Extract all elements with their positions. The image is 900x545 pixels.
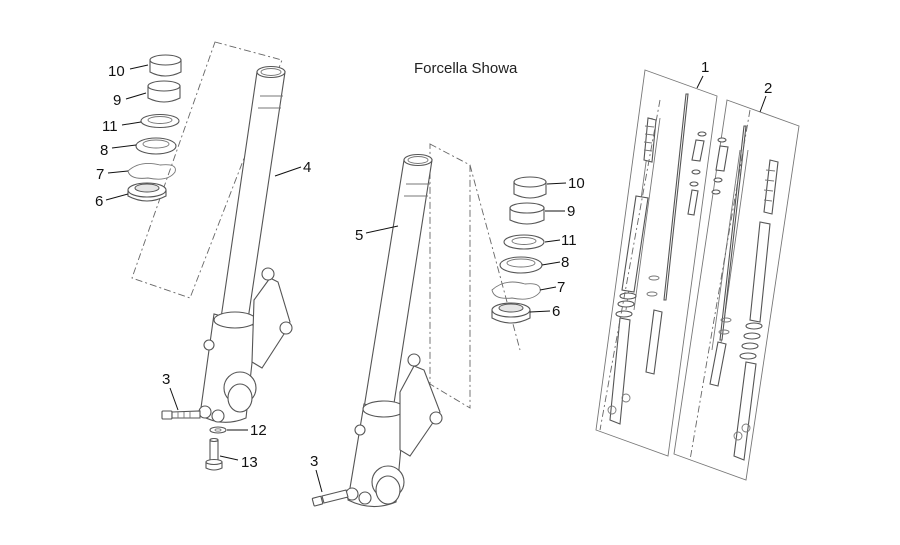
left-bolt-3 bbox=[161, 410, 201, 420]
callout-10-left: 10 bbox=[108, 63, 125, 80]
middle-ring-8 bbox=[499, 256, 543, 274]
left-clip-7 bbox=[127, 163, 176, 180]
callout-6-right: 6 bbox=[552, 303, 560, 320]
middle-ring-11 bbox=[503, 234, 545, 250]
washer-12 bbox=[209, 426, 227, 434]
callout-9-left: 9 bbox=[113, 92, 121, 109]
callout-7-right: 7 bbox=[557, 279, 565, 296]
left-ring-10 bbox=[149, 54, 182, 77]
left-ring-9 bbox=[147, 80, 181, 103]
bolt-13 bbox=[205, 437, 223, 471]
callout-13: 13 bbox=[241, 454, 258, 471]
callout-1: 1 bbox=[701, 59, 709, 76]
callout-8-left: 8 bbox=[100, 142, 108, 159]
left-fork-tube bbox=[198, 65, 293, 423]
left-ring-8 bbox=[135, 137, 177, 155]
left-seal-6 bbox=[127, 182, 167, 202]
middle-clip-7 bbox=[491, 281, 541, 300]
middle-bolt-3 bbox=[311, 489, 349, 507]
callout-11-left: 11 bbox=[102, 118, 118, 135]
callout-12: 12 bbox=[250, 422, 267, 439]
callout-11-right: 11 bbox=[561, 232, 577, 249]
callout-7-left: 7 bbox=[96, 166, 104, 183]
callout-3-left: 3 bbox=[162, 371, 170, 388]
middle-ring-10 bbox=[513, 176, 547, 199]
callout-10-right: 10 bbox=[568, 175, 585, 192]
middle-outline-arm bbox=[469, 164, 521, 351]
callout-8-right: 8 bbox=[561, 254, 569, 271]
callout-4: 4 bbox=[303, 159, 311, 176]
diagram-title: Forcella Showa bbox=[414, 60, 518, 77]
left-ring-11 bbox=[140, 113, 180, 129]
callout-3-right: 3 bbox=[310, 453, 318, 470]
middle-ring-9 bbox=[509, 202, 545, 225]
panel-fork-1 bbox=[595, 69, 718, 457]
middle-seal-6 bbox=[491, 302, 531, 324]
middle-outline bbox=[429, 143, 471, 409]
panel-fork-2 bbox=[673, 99, 800, 481]
callout-2: 2 bbox=[764, 80, 772, 97]
callout-9-right: 9 bbox=[567, 203, 575, 220]
callout-5: 5 bbox=[355, 227, 363, 244]
callout-6-left: 6 bbox=[95, 193, 103, 210]
middle-fork-tube bbox=[345, 153, 443, 508]
